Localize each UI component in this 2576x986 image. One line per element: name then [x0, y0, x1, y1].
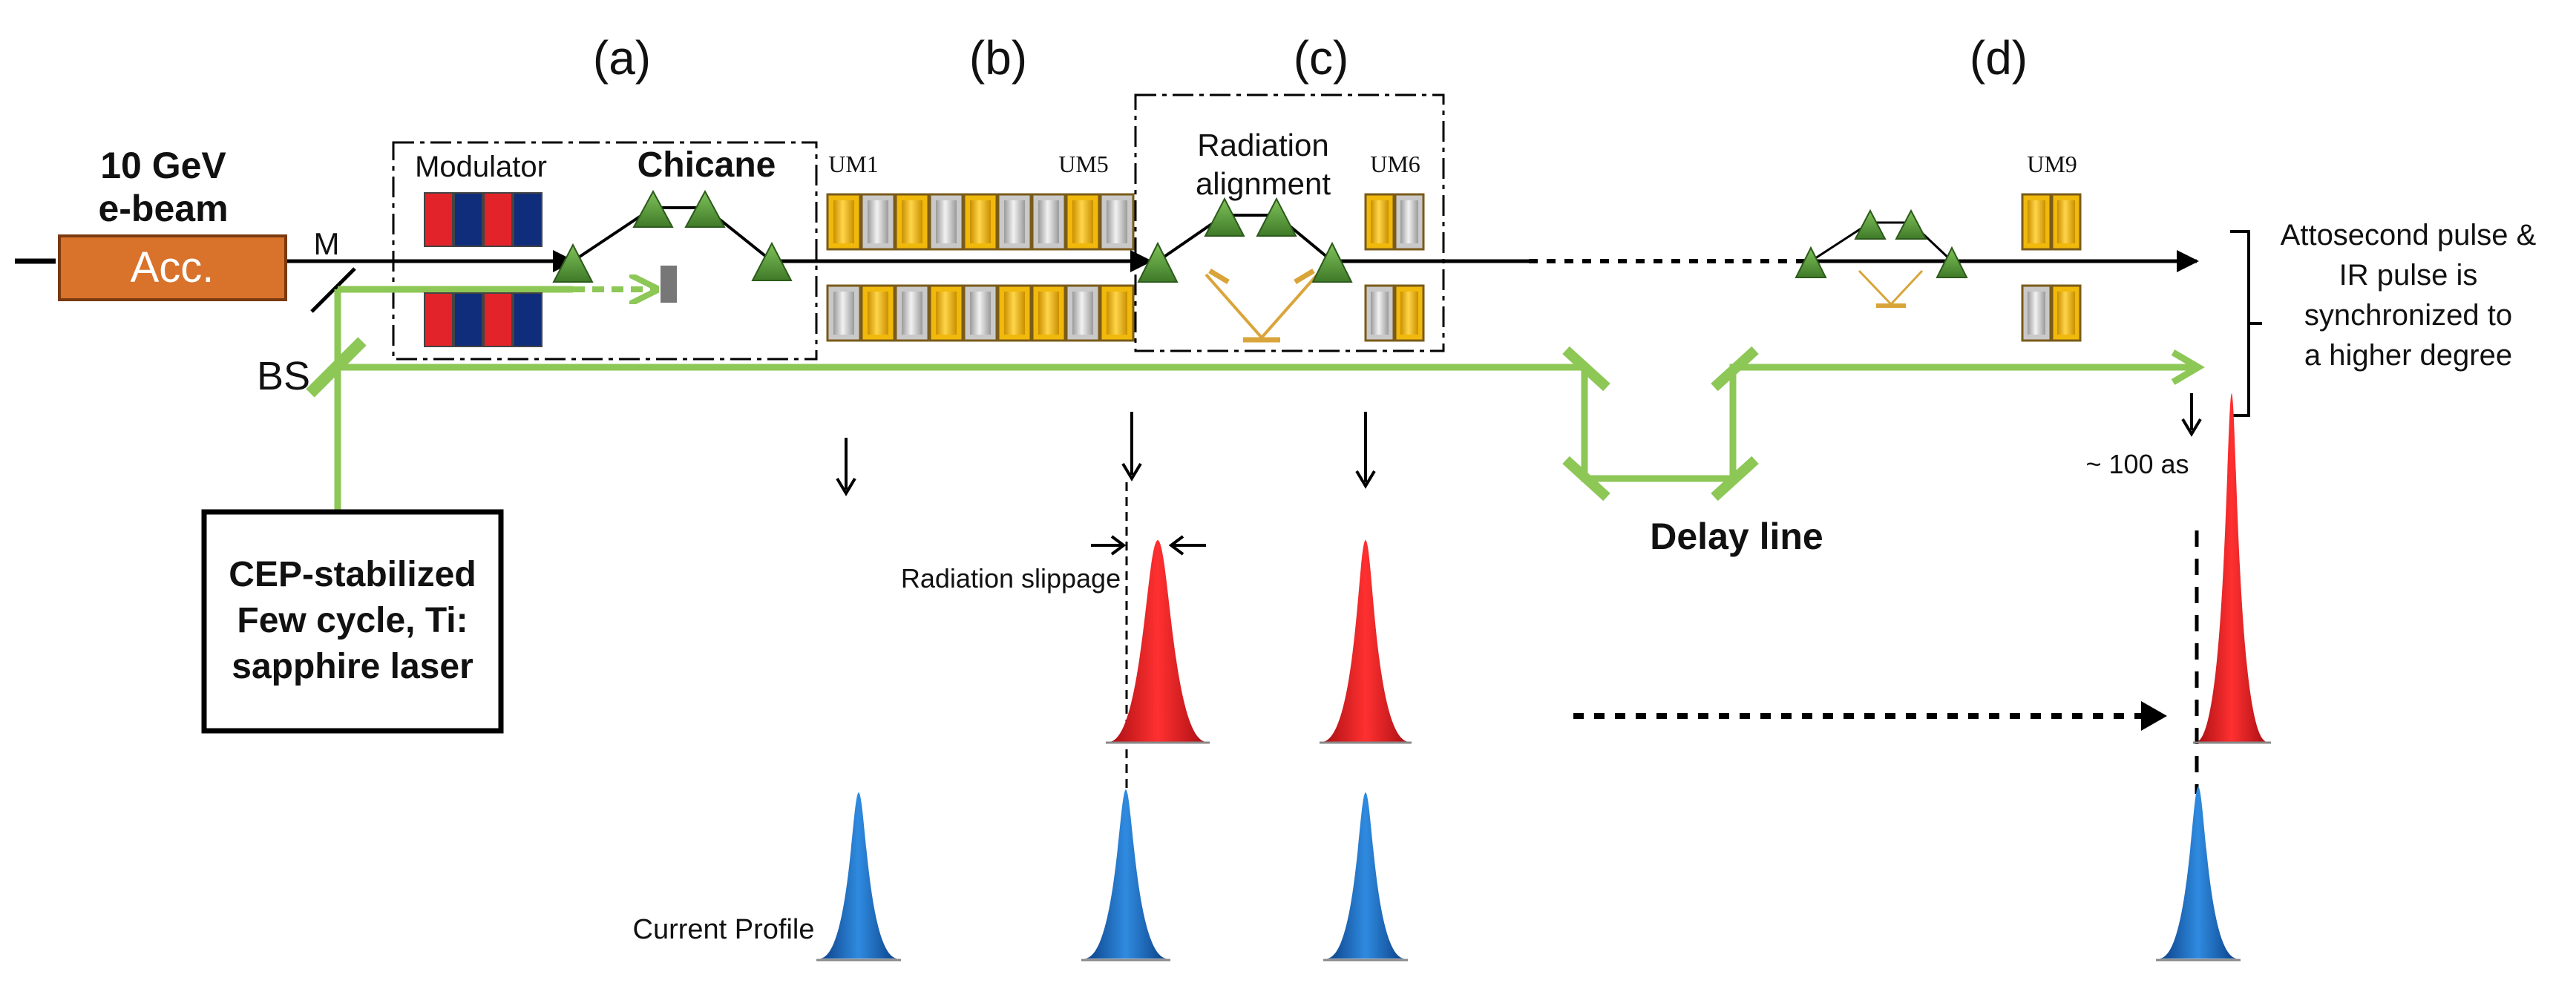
radiation-pulse-c	[1323, 540, 1409, 742]
current-pulse-c	[1327, 792, 1404, 959]
pulse-width-label: ~ 100 as	[2085, 449, 2189, 479]
um6-label: UM6	[1370, 151, 1420, 177]
attosecond-note-line-3: synchronized to	[2304, 299, 2512, 332]
attosecond-note-line-1: Attosecond pulse &	[2281, 219, 2537, 252]
attosecond-bracket	[2230, 230, 2250, 417]
undulators-b-bottom	[826, 284, 1135, 342]
laser-box-line-2: Few cycle, Ti:	[237, 601, 468, 640]
undulator-um6	[1364, 193, 1425, 342]
laser-arrowhead	[2171, 349, 2205, 385]
delay-mirror-3	[1711, 456, 1759, 502]
beam-splitter	[306, 337, 367, 398]
accelerator-block	[58, 234, 287, 301]
stage-label-c: (c)	[1294, 31, 1349, 85]
stage-label-d: (d)	[1970, 31, 2028, 85]
radiation-pulse-b	[1110, 540, 1206, 742]
um5-label: UM5	[1058, 151, 1109, 177]
current-pulse-b	[1085, 789, 1167, 959]
chicane-d-path	[1810, 221, 1953, 263]
laser-path-down	[334, 289, 2197, 482]
stage-label-a: (a)	[593, 31, 651, 85]
modulator-label: Modulator	[415, 151, 547, 183]
modulator-bottom	[424, 292, 543, 347]
laser-box	[201, 509, 504, 734]
undulators-b-top	[826, 193, 1135, 251]
radiation-pulse-d	[2197, 393, 2267, 742]
chicane-a-magnets	[552, 189, 793, 283]
radiation-slippage-label: Radiation slippage	[901, 563, 1121, 594]
slippage-arrows	[1091, 535, 1206, 556]
um9-label: UM9	[2027, 151, 2077, 177]
current-profile-label: Current Profile	[633, 914, 815, 945]
stage-down-arrows	[836, 393, 2202, 496]
current-pulse-d	[2160, 786, 2237, 959]
delay-mirror-4	[1711, 346, 1759, 392]
e-beam-label: e-beam	[98, 188, 228, 229]
modulator-top	[424, 192, 543, 247]
beam-dump-block	[661, 266, 677, 303]
beam-splitter-label: BS	[257, 354, 310, 398]
laser-box-line-3: sapphire laser	[232, 647, 473, 686]
transfer-arrowhead	[2141, 701, 2167, 731]
delay-line-label: Delay line	[1650, 516, 1823, 557]
radiation-alignment-line-2: alignment	[1196, 166, 1331, 201]
chicane-d-magnets	[1795, 208, 1968, 278]
beam-energy-label: 10 GeV	[100, 145, 226, 186]
mirror-m	[310, 267, 356, 313]
um1-label: UM1	[828, 151, 879, 177]
alignment-mirrors-d	[1858, 269, 1924, 308]
undulator-um9	[2021, 193, 2082, 342]
section-a-box	[392, 141, 818, 361]
accelerator-label: Acc.	[131, 243, 214, 292]
chicane-c-path	[1156, 214, 1334, 263]
chicane-a-path	[571, 206, 773, 263]
mirror-label: M	[314, 226, 340, 261]
delay-mirror-1	[1562, 346, 1610, 392]
current-pulse-a	[820, 792, 897, 959]
chicane-label: Chicane	[638, 145, 776, 185]
chicane-c-magnets	[1137, 197, 1353, 283]
alignment-mirrors-c	[1205, 268, 1319, 343]
attosecond-note-line-4: a higher degree	[2304, 339, 2512, 372]
laser-box-line-1: CEP-stabilized	[229, 555, 476, 594]
attosecond-note-line-2: IR pulse is	[2339, 259, 2478, 292]
stage-label-b: (b)	[969, 31, 1027, 85]
delay-mirror-2	[1562, 456, 1610, 502]
radiation-alignment-line-1: Radiation	[1197, 128, 1328, 162]
section-c-box	[1134, 93, 1445, 352]
